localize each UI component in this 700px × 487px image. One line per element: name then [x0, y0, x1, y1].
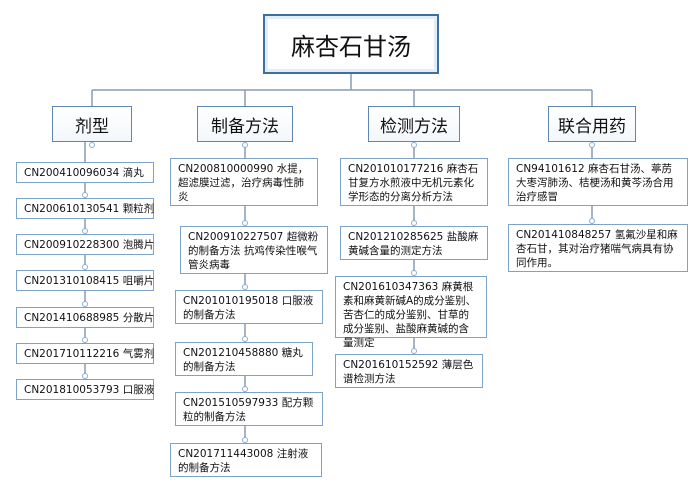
leaf-detect-2: CN201610347363 麻黄根素和麻黄新碱A的成分鉴别、苦杏仁的成分鉴别、… [335, 276, 487, 349]
leaf-dosage-3: CN201310108415 咀嚼片 [16, 270, 154, 291]
leaf-prep-4: CN201510597933 配方颗粒的制备方法 [175, 392, 323, 426]
leaf-prep-1: CN200910227507 超微粉的制备方法 抗鸡传染性喉气管炎病毒 [180, 226, 328, 274]
leaf-dosage-5: CN201710112216 气雾剂 [16, 343, 154, 364]
collapse-dot-icon [82, 373, 88, 379]
leaf-detect-3: CN201610152592 薄层色谱检测方法 [335, 354, 483, 388]
leaf-detect-0: CN201010177216 麻杏石甘复方水煎液中无机元素化学形态的分离分析方法 [340, 158, 488, 206]
leaf-prep-0: CN200810000990 水提，超滤膜过滤，治疗病毒性肺炎 [170, 158, 318, 206]
leaf-dosage-4: CN201410688985 分散片 [16, 307, 154, 328]
collapse-dot-icon [89, 142, 95, 148]
root-node: 麻杏石甘汤 [263, 14, 439, 74]
collapse-dot-icon [82, 192, 88, 198]
collapse-dot-icon [82, 264, 88, 270]
collapse-dot-icon [242, 142, 248, 148]
leaf-dosage-6: CN201810053793 口服液 [16, 379, 154, 400]
collapse-dot-icon [411, 142, 417, 148]
leaf-dosage-1: CN200610130541 颗粒剂 [16, 198, 154, 219]
collapse-dot-icon [82, 228, 88, 234]
collapse-dot-icon [589, 142, 595, 148]
category-preparation-method: 制备方法 [197, 106, 293, 142]
collapse-dot-icon [589, 218, 595, 224]
collapse-dot-icon [242, 386, 248, 392]
leaf-prep-5: CN201711443008 注射液的制备方法 [170, 443, 322, 477]
leaf-detect-1: CN201210285625 盐酸麻黄碱含量的测定方法 [340, 226, 488, 260]
collapse-dot-icon [242, 336, 248, 342]
collapse-dot-icon [242, 437, 248, 443]
leaf-prep-2: CN201010195018 口服液的制备方法 [175, 290, 323, 324]
collapse-dot-icon [242, 284, 248, 290]
leaf-combo-1: CN201410848257 氢氟沙星和麻杏石甘，其对治疗猪喘气病具有协同作用。 [508, 224, 688, 272]
collapse-dot-icon [82, 337, 88, 343]
category-combination-drug: 联合用药 [548, 106, 636, 142]
leaf-combo-0: CN94101612 麻杏石甘汤、葶苈大枣泻肺汤、桔梗汤和黄芩汤合用 治疗感冒 [508, 158, 688, 206]
category-dosage-form: 剂型 [52, 106, 132, 142]
collapse-dot-icon [411, 348, 417, 354]
leaf-prep-3: CN201210458880 糖丸的制备方法 [175, 342, 313, 376]
category-detection-method: 检测方法 [368, 106, 460, 142]
collapse-dot-icon [411, 270, 417, 276]
leaf-dosage-2: CN200910228300 泡腾片 [16, 234, 154, 255]
collapse-dot-icon [82, 301, 88, 307]
leaf-dosage-0: CN200410096034 滴丸 [16, 162, 154, 183]
collapse-dot-icon [411, 220, 417, 226]
collapse-dot-icon [242, 220, 248, 226]
